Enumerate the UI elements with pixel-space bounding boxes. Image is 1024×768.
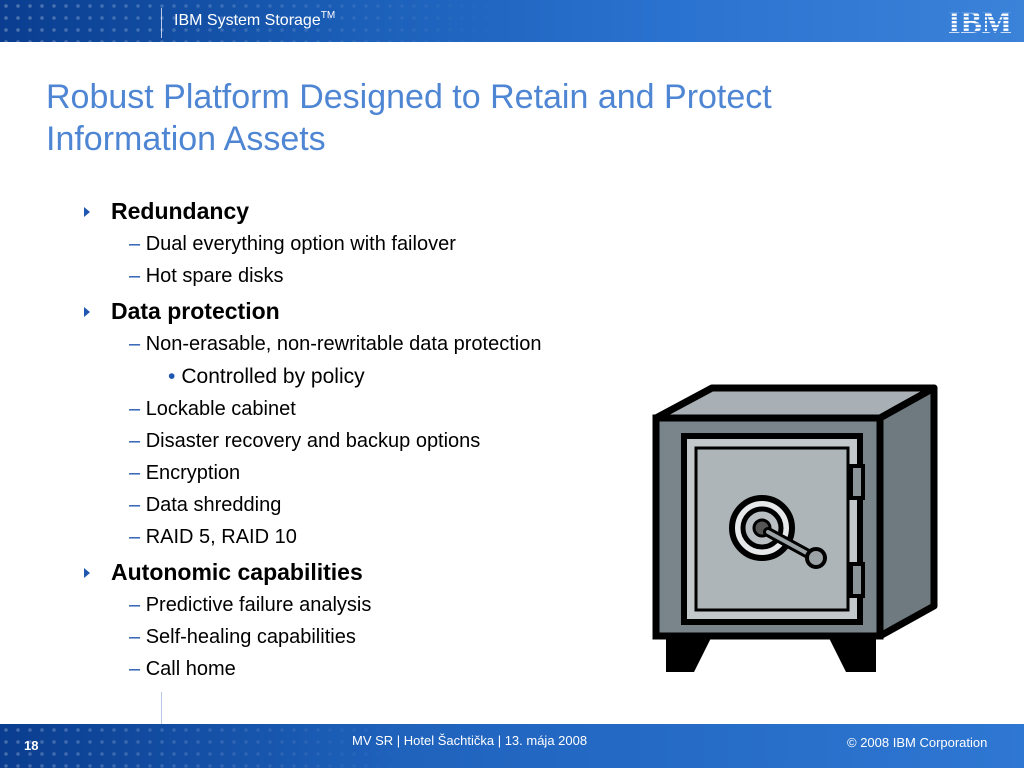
list-item: – Call home — [129, 658, 236, 680]
safe-icon — [652, 384, 938, 672]
list-item: – Disaster recovery and backup options — [129, 430, 481, 452]
list-item: – Hot spare disks — [129, 265, 284, 287]
triangle-bullet-icon — [84, 568, 90, 578]
triangle-bullet-icon — [84, 307, 90, 317]
header-bar: IBM System StorageTM IBM — [0, 0, 1024, 42]
list-item: – Dual everything option with failover — [129, 233, 456, 255]
list-item: – Non-erasable, non-rewritable data prot… — [129, 333, 542, 355]
brand-title: IBM System StorageTM — [174, 10, 336, 29]
list-item: – Lockable cabinet — [129, 398, 296, 420]
copyright-notice: © 2008 IBM Corporation — [847, 735, 988, 750]
ibm-logo-icon: IBM — [948, 6, 1012, 36]
header-pattern — [0, 0, 520, 42]
page-title: Robust Platform Designed to Retain and P… — [46, 78, 772, 158]
list-item: – Encryption — [129, 462, 241, 484]
triangle-bullet-icon — [84, 207, 90, 217]
footer-pattern — [0, 724, 420, 768]
svg-text:IBM: IBM — [948, 6, 1012, 36]
event-info: MV SR | Hotel Šachtička | 13. mája 2008 — [352, 733, 588, 748]
header-divider — [161, 8, 162, 38]
list-item: – Predictive failure analysis — [129, 594, 372, 616]
footer-bar — [0, 724, 1024, 768]
page-number: 18 — [24, 738, 39, 753]
list-item: – RAID 5, RAID 10 — [129, 526, 297, 548]
footer-divider — [161, 692, 162, 724]
list-item: – Data shredding — [129, 494, 282, 516]
sub-list-item: •Controlled by policy — [168, 365, 365, 388]
list-item: – Self-healing capabilities — [129, 626, 356, 648]
